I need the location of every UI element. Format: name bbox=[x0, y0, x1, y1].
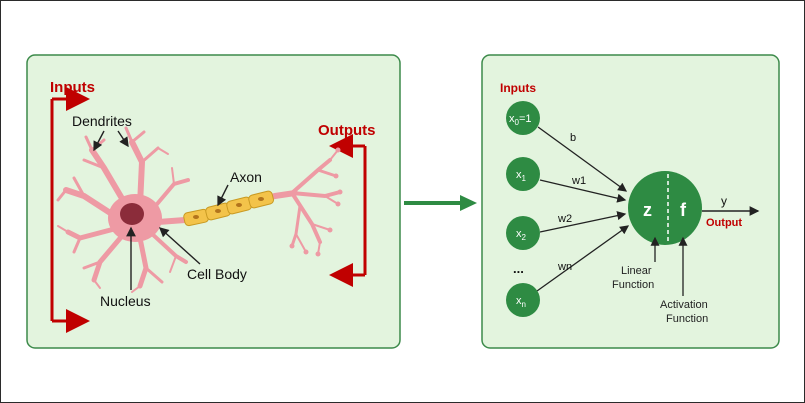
input-node-xn: xn bbox=[506, 283, 540, 317]
myelin-sheath bbox=[183, 190, 274, 227]
weight-wn: wn bbox=[557, 261, 572, 273]
weight-w1: w1 bbox=[571, 175, 586, 187]
linear-z: z bbox=[643, 200, 652, 220]
outputs-label: Outputs bbox=[318, 122, 376, 139]
weight-b: b bbox=[570, 132, 576, 144]
weighted-connections bbox=[536, 126, 630, 292]
biological-neuron-panel bbox=[26, 54, 401, 349]
inputs-ellipsis: ... bbox=[513, 261, 524, 276]
nucleus bbox=[120, 203, 144, 225]
linear-function-label-1: Linear bbox=[621, 265, 652, 277]
output-label: Output bbox=[706, 217, 742, 229]
inputs-bracket bbox=[50, 87, 90, 333]
input-node-x0: x0=1 bbox=[506, 101, 540, 135]
output-y: y bbox=[721, 194, 727, 208]
svg-text:x1: x1 bbox=[516, 169, 527, 183]
activation-function-label-1: Activation bbox=[660, 299, 708, 311]
function-pointers bbox=[650, 236, 688, 296]
cell-body-label: Cell Body bbox=[187, 266, 247, 282]
input-node-x1: x1 bbox=[506, 157, 540, 191]
axon-terminals bbox=[290, 149, 342, 255]
linear-function-label-2: Function bbox=[612, 279, 654, 291]
activation-function-label-2: Function bbox=[666, 313, 708, 325]
nucleus-label: Nucleus bbox=[100, 293, 151, 309]
synaptic-knobs bbox=[289, 147, 343, 257]
svg-text:x2: x2 bbox=[516, 228, 527, 242]
weight-w2: w2 bbox=[557, 213, 572, 225]
input-node-x2: x2 bbox=[506, 216, 540, 250]
transition-arrow bbox=[404, 195, 477, 211]
axon-label: Axon bbox=[230, 169, 262, 185]
inputs-label: Inputs bbox=[50, 79, 95, 96]
svg-text:xn: xn bbox=[516, 295, 526, 309]
activation-f: f bbox=[680, 200, 687, 220]
inputs-title: Inputs bbox=[500, 81, 536, 95]
outputs-bracket bbox=[329, 134, 367, 287]
svg-text:x0=1: x0=1 bbox=[509, 113, 532, 127]
dendrites-label: Dendrites bbox=[72, 113, 132, 129]
neuron-node bbox=[628, 171, 702, 245]
pointer-lines bbox=[93, 130, 229, 290]
